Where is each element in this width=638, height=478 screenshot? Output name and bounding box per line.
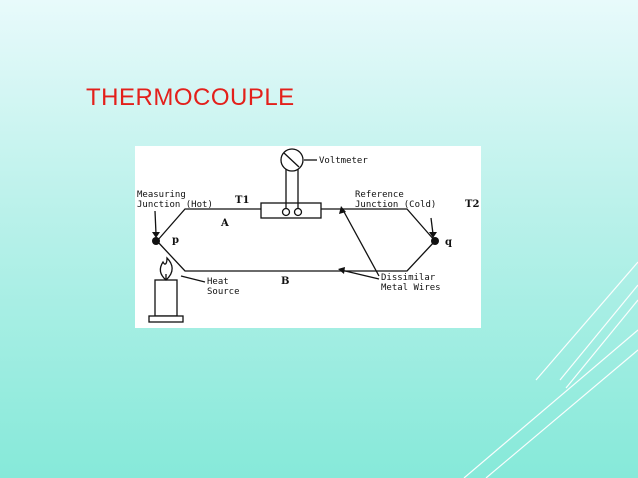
hot-junction xyxy=(152,237,160,245)
point-q-label: q xyxy=(445,237,452,248)
terminal-screw-left xyxy=(281,207,291,217)
measuring-junction-label-1: Measuring xyxy=(137,190,186,200)
candle-base xyxy=(148,315,184,323)
reference-junction-label-1: Reference xyxy=(355,190,404,200)
terminal-screw-right xyxy=(293,207,303,217)
wire-a xyxy=(156,208,261,242)
wire-b xyxy=(156,240,436,272)
reference-junction-label-2: Junction (Cold) xyxy=(355,200,436,210)
wire-a-label: A xyxy=(220,218,229,229)
wire-b-label: B xyxy=(281,276,289,287)
slide-title: THERMOCOUPLE xyxy=(86,84,295,111)
cold-junction xyxy=(431,237,439,245)
heat-source-label-2: Source xyxy=(207,287,240,297)
measuring-junction-label-2: Junction (Hot) xyxy=(137,200,213,210)
t1-label: T1 xyxy=(235,195,249,206)
t2-label: T2 xyxy=(465,199,479,210)
wire-a-right xyxy=(321,208,436,242)
point-p-label: p xyxy=(172,235,179,246)
dissimilar-wires-label-1: Dissimilar xyxy=(381,273,436,283)
terminal-block xyxy=(260,202,322,219)
heat-source-label-1: Heat xyxy=(207,277,229,287)
flame xyxy=(159,256,173,281)
dissimilar-wires-label-2: Metal Wires xyxy=(381,283,441,293)
thermocouple-diagram: Voltmeter Measuring Junction (Hot) T1 Re… xyxy=(135,146,481,328)
candle xyxy=(154,279,178,317)
voltmeter-label: Voltmeter xyxy=(319,156,368,166)
